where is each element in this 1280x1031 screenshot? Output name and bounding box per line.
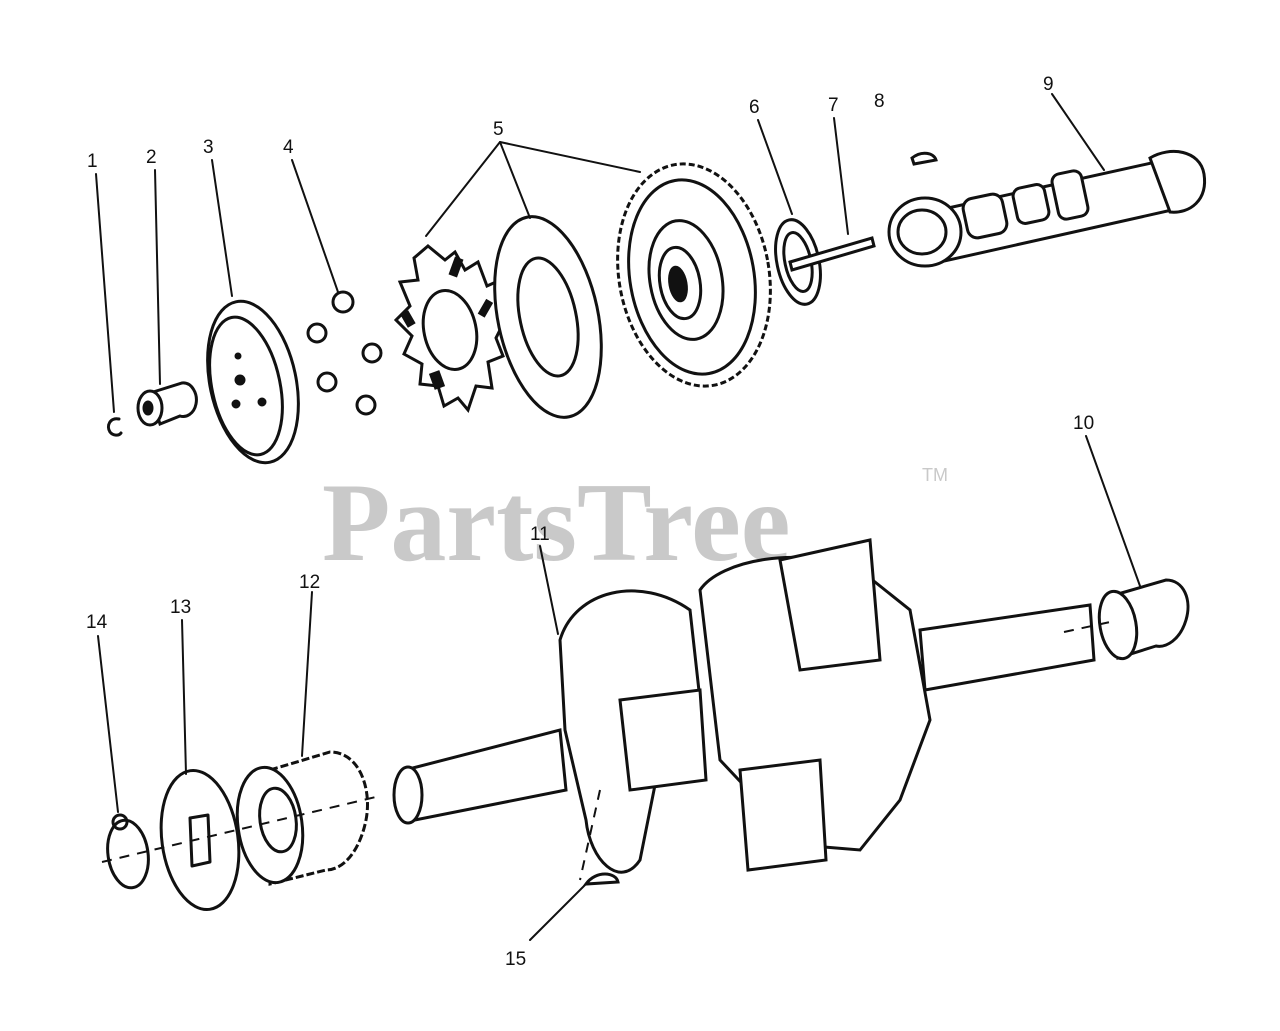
part-8-key[interactable] — [910, 151, 938, 166]
part-7-pin[interactable] — [788, 236, 876, 272]
callout-labels: 1 2 3 4 5 6 7 8 9 10 11 12 13 14 15 — [86, 74, 1094, 970]
callout-4: 4 — [283, 137, 294, 158]
callout-2: 2 — [146, 147, 157, 168]
leader-lines — [95, 93, 1141, 941]
callout-6: 6 — [749, 97, 760, 118]
watermark-brand: PartsTree — [322, 461, 791, 585]
callout-7: 7 — [828, 95, 839, 116]
part-2-bolt[interactable] — [136, 381, 198, 427]
callout-1: 1 — [87, 151, 98, 172]
callout-3: 3 — [203, 137, 214, 158]
part-5-flyweight-spider[interactable] — [393, 244, 507, 414]
callout-13: 13 — [170, 597, 191, 618]
part-14-snap-ring[interactable] — [103, 813, 152, 890]
callout-5: 5 — [493, 119, 504, 140]
part-11-crankshaft[interactable] — [392, 538, 1096, 874]
callout-10: 10 — [1073, 413, 1094, 434]
part-3-plate[interactable] — [194, 293, 312, 471]
watermark: PartsTree TM — [322, 461, 948, 585]
part-15-key[interactable] — [582, 872, 620, 886]
part-1-retaining-ring[interactable] — [106, 417, 123, 437]
part-5-cam-gear[interactable] — [601, 152, 788, 399]
part-9-camshaft[interactable] — [887, 149, 1207, 268]
callout-14: 14 — [86, 612, 108, 633]
callout-8: 8 — [874, 91, 885, 112]
callout-11: 11 — [530, 524, 550, 545]
callout-15: 15 — [505, 949, 526, 970]
watermark-trademark: TM — [922, 465, 948, 485]
callout-12: 12 — [299, 572, 320, 593]
part-12-crank-gear[interactable] — [230, 750, 369, 887]
assembly-center-lines — [101, 621, 1111, 881]
part-5-washer[interactable] — [478, 207, 618, 427]
part-10-bushing[interactable] — [1094, 578, 1190, 662]
part-4-balls[interactable] — [306, 290, 383, 416]
callout-9: 9 — [1043, 74, 1054, 95]
part-13-washer[interactable] — [153, 765, 248, 914]
